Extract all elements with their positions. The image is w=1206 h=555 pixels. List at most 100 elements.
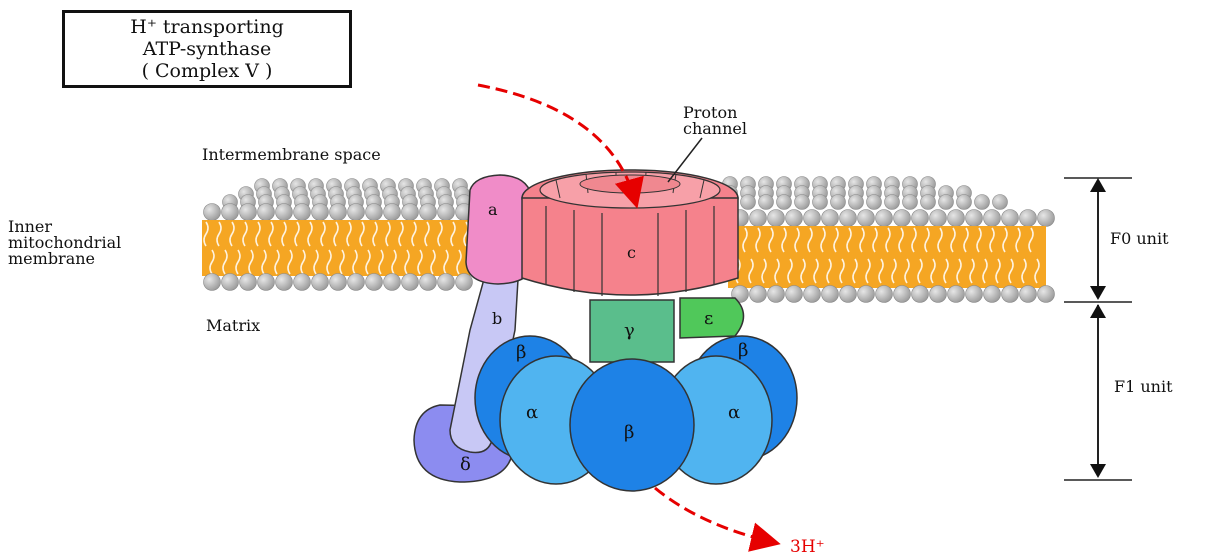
lipid-head [294,204,311,221]
lipid-head [921,195,936,210]
lipid-head [948,286,965,303]
lipid-head [885,195,900,210]
lipid-head [876,210,893,227]
lipid-head [957,195,972,210]
label-inner-line-3: membrane [8,249,95,268]
lipid-head [222,274,239,291]
label-proton-channel-2: channel [683,119,747,138]
lipid-head [402,204,419,221]
lipid-head [795,195,810,210]
lipid-head [894,286,911,303]
lipid-head [894,210,911,227]
lipid-head [258,204,275,221]
label-alpha-left: α [526,402,538,423]
label-subunit-c: c [627,243,636,262]
label-f0-unit: F0 unit [1110,229,1169,248]
label-beta-left: β [516,342,526,363]
lipid-heads-bottom-left [204,274,473,291]
lipid-head [903,195,918,210]
lipid-head [204,204,221,221]
lipid-head [984,210,1001,227]
lipid-head [840,286,857,303]
lipid-head [348,204,365,221]
label-beta-right: β [738,340,748,361]
label-intermembrane-space: Intermembrane space [202,145,381,164]
lipid-head [1020,286,1037,303]
lipid-head [240,204,257,221]
lipid-heads-top-right [732,210,1055,227]
lipid-head [966,286,983,303]
lipid-head [366,274,383,291]
lipid-head [438,204,455,221]
lipid-head [813,195,828,210]
lipid-head [867,195,882,210]
lipid-head [330,204,347,221]
lipid-heads-bottom-right [732,286,1055,303]
lipid-head [840,210,857,227]
c-ring [522,170,738,296]
lipid-head [438,274,455,291]
lipid-head [1020,210,1037,227]
lipid-head [276,274,293,291]
lipid-head [876,286,893,303]
lipid-head [777,195,792,210]
lipid-head [741,195,756,210]
lipid-head [1038,286,1055,303]
lipid-head [786,210,803,227]
f1-dimension: F1 unit [1064,304,1173,480]
label-subunit-delta: δ [460,454,471,475]
lipid-head [831,195,846,210]
lipid-head [312,204,329,221]
lipid-head [1002,210,1019,227]
lipid-head [786,286,803,303]
lipid-head [768,210,785,227]
lipid-head [975,195,990,210]
lipid-head [1038,210,1055,227]
lipid-head [912,210,929,227]
lipid-heads-back-right [723,177,1008,210]
lipid-head [750,210,767,227]
label-beta-center: β [624,422,634,443]
lipid-head [822,286,839,303]
membrane-right [723,177,1055,303]
lipid-head [858,286,875,303]
label-alpha-right: α [728,402,740,423]
label-subunit-a: a [488,200,498,219]
label-f1-unit: F1 unit [1114,377,1173,396]
lipid-head [993,195,1008,210]
lipid-head [240,274,257,291]
lipid-head [930,210,947,227]
label-subunit-epsilon: ε [704,308,713,329]
label-subunit-gamma: γ [624,320,635,341]
lipid-head [312,274,329,291]
lipid-head [966,210,983,227]
lipid-head [930,286,947,303]
lipid-head [366,204,383,221]
lipid-head [849,195,864,210]
lipid-heads-back-left [223,179,472,210]
lipid-head [294,274,311,291]
lipid-head [204,274,221,291]
lipid-head [804,210,821,227]
lipid-head [804,286,821,303]
lipid-head [750,286,767,303]
lipid-head [330,274,347,291]
lipid-head [759,195,774,210]
lipid-head [858,210,875,227]
membrane-left [202,179,474,291]
f0-dimension: F0 unit [1064,178,1169,300]
lipid-head [384,204,401,221]
proton-outflow-arrow [655,488,772,542]
lipid-head [402,274,419,291]
lipid-tails-left [202,220,474,276]
lipid-head [258,274,275,291]
lipid-head [348,274,365,291]
lipid-head [1002,286,1019,303]
lipid-head [948,210,965,227]
label-proton-out: 3H⁺ [790,537,825,555]
label-matrix: Matrix [206,316,260,335]
lipid-head [384,274,401,291]
lipid-heads-top-left [204,204,473,221]
